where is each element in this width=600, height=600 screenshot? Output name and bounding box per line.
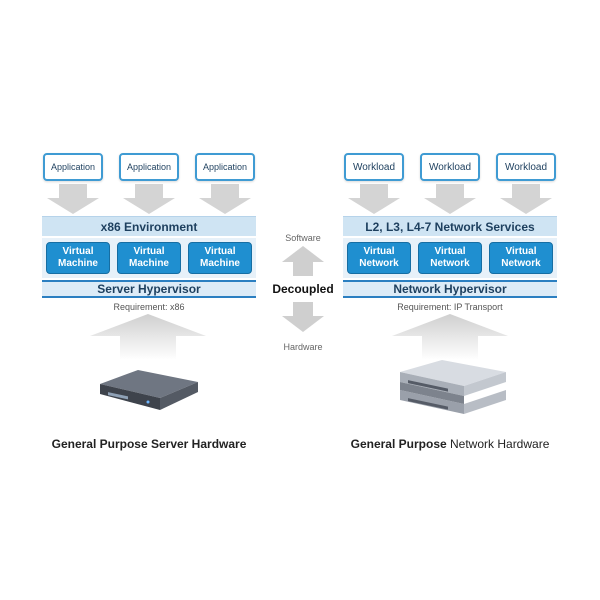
server-hardware-caption: General Purpose Server Hardware xyxy=(42,437,256,451)
module-line1: Virtual xyxy=(363,246,395,257)
module-line1: Virtual xyxy=(62,246,94,257)
module-line2: Network xyxy=(430,258,470,269)
down-arrow-icon xyxy=(282,302,324,332)
workload-box: Workload xyxy=(344,153,404,181)
hypervisor-label: Network Hypervisor xyxy=(393,282,507,296)
application-box: Application xyxy=(119,153,179,181)
down-arrow-icon xyxy=(348,184,400,214)
env-label: L2, L3, L4-7 Network Services xyxy=(365,219,535,234)
workload-box: Workload xyxy=(420,153,480,181)
application-label: Application xyxy=(126,162,172,172)
module-line1: Virtual xyxy=(133,246,165,257)
application-label: Application xyxy=(202,162,248,172)
up-arrow-icon xyxy=(282,246,324,276)
network-hardware-icon xyxy=(400,360,506,414)
module-line2: Network xyxy=(359,258,399,269)
down-arrow-icon xyxy=(123,184,175,214)
requirement-text: Requirement: x86 xyxy=(113,302,185,312)
application-box: Application xyxy=(195,153,255,181)
env-label: x86 Environment xyxy=(100,219,198,234)
network-hardware-caption: General Purpose Network Hardware xyxy=(323,437,577,451)
workload-label: Workload xyxy=(352,161,396,173)
module-line1: Virtual xyxy=(505,246,537,257)
application-box: Application xyxy=(43,153,103,181)
network-services-bar: L2, L3, L4-7 Network Services xyxy=(343,216,557,236)
module-line1: Virtual xyxy=(204,246,236,257)
module-line1: Virtual xyxy=(434,246,466,257)
application-label: Application xyxy=(50,162,96,172)
software-label: Software xyxy=(285,233,321,243)
requirement-text: Requirement: IP Transport xyxy=(397,302,503,312)
workload-box: Workload xyxy=(496,153,556,181)
down-arrow-icon xyxy=(199,184,251,214)
module-line2: Network xyxy=(501,258,541,269)
x86-environment-bar: x86 Environment xyxy=(42,216,256,236)
hardware-label: Hardware xyxy=(283,342,323,352)
server-hypervisor-bar: Server Hypervisor xyxy=(42,280,256,298)
module-line2: Machine xyxy=(57,258,98,269)
network-hypervisor-bar: Network Hypervisor xyxy=(343,280,557,298)
caption-bold: General Purpose Server Hardware xyxy=(51,437,247,451)
decoupled-label: Decoupled xyxy=(272,282,334,296)
up-arrow-icon xyxy=(90,314,206,360)
hypervisor-label: Server Hypervisor xyxy=(97,282,201,296)
down-arrow-icon xyxy=(424,184,476,214)
up-arrow-icon xyxy=(392,314,508,360)
down-arrow-icon xyxy=(500,184,552,214)
workload-label: Workload xyxy=(428,161,472,173)
down-arrow-icon xyxy=(47,184,99,214)
workload-label: Workload xyxy=(504,161,548,173)
caption-bold: General Purpose xyxy=(350,437,447,451)
module-line2: Machine xyxy=(199,258,240,269)
caption-rest: Network Hardware xyxy=(446,437,550,451)
module-line2: Machine xyxy=(128,258,169,269)
server-hardware-icon xyxy=(100,370,198,410)
